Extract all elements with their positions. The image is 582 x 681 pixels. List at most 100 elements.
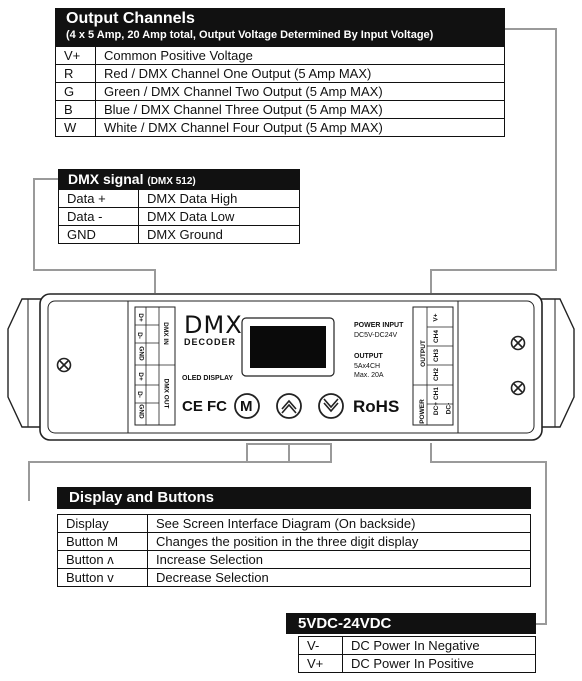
row-desc: Increase Selection bbox=[147, 550, 531, 569]
terminal-label: D- bbox=[135, 391, 143, 398]
row-key: Data + bbox=[58, 189, 139, 208]
down-arrow-icon[interactable] bbox=[318, 393, 344, 419]
terminal-label: DC+ bbox=[433, 401, 441, 416]
row-desc: DMX Data High bbox=[138, 189, 300, 208]
row-key: W bbox=[55, 118, 96, 137]
row-key: Button M bbox=[57, 532, 148, 551]
up-arrow-icon[interactable] bbox=[276, 393, 302, 419]
row-key: GND bbox=[58, 225, 139, 244]
row-key: R bbox=[55, 64, 96, 83]
terminal-label: CH2 bbox=[433, 367, 441, 382]
row-key: Button v bbox=[57, 568, 148, 587]
screw-icon bbox=[510, 335, 526, 351]
row-desc: Common Positive Voltage bbox=[95, 46, 505, 65]
decoder-label: DECODER bbox=[184, 337, 237, 347]
power-spec-title: 5VDC-24VDC bbox=[298, 615, 392, 632]
row-desc: Red / DMX Channel One Output (5 Amp MAX) bbox=[95, 64, 505, 83]
rohs-mark: RoHS bbox=[353, 397, 400, 416]
connector-line bbox=[33, 178, 35, 271]
output-value-1: 5Ax4CH bbox=[354, 363, 381, 370]
row-key: V+ bbox=[55, 46, 96, 65]
power-side-label: POWER bbox=[418, 399, 426, 424]
table-row: V+DC Power In Positive bbox=[298, 654, 536, 673]
connector-line bbox=[430, 461, 547, 463]
connector-line bbox=[430, 443, 432, 463]
connector-line bbox=[288, 443, 290, 463]
row-desc: DMX Ground bbox=[138, 225, 300, 244]
power-input-label: POWER INPUT bbox=[354, 322, 404, 329]
output-channels-subtitle: (4 x 5 Amp, 20 Amp total, Output Voltage… bbox=[66, 29, 434, 41]
row-key: G bbox=[55, 82, 96, 101]
row-key: Display bbox=[57, 514, 148, 533]
connector-line bbox=[246, 443, 248, 463]
dmx-logo: DMX bbox=[184, 311, 243, 339]
connector-line bbox=[246, 443, 332, 445]
connector-line bbox=[33, 269, 156, 271]
terminal-label: GND bbox=[137, 346, 145, 361]
connector-line bbox=[545, 461, 547, 625]
row-desc: White / DMX Channel Four Output (5 Amp M… bbox=[95, 118, 505, 137]
dmx-in-label: DMX IN bbox=[161, 322, 169, 345]
screw-icon bbox=[510, 380, 526, 396]
power-spec-table: V-DC Power In Negative V+DC Power In Pos… bbox=[298, 636, 536, 673]
row-key: V+ bbox=[298, 654, 343, 673]
m-button-icon[interactable] bbox=[234, 393, 260, 419]
output-label: OUTPUT bbox=[354, 353, 383, 360]
row-desc: DMX Data Low bbox=[138, 207, 300, 226]
dmx-signal-title-small: (DMX 512) bbox=[147, 176, 196, 187]
table-row: V-DC Power In Negative bbox=[298, 636, 536, 655]
display-buttons-title: Display and Buttons bbox=[69, 489, 215, 506]
table-row: Data -DMX Data Low bbox=[58, 207, 300, 226]
connector-line bbox=[28, 461, 246, 463]
dmx-signal-header: DMX signal (DMX 512) bbox=[58, 169, 300, 189]
connector-line bbox=[154, 269, 156, 293]
terminal-label: CH1 bbox=[433, 386, 441, 401]
m-button-label[interactable]: M bbox=[240, 398, 253, 415]
dmx-signal-table: Data +DMX Data High Data -DMX Data Low G… bbox=[58, 189, 300, 244]
connector-line bbox=[28, 461, 30, 501]
output-value-2: Max. 20A bbox=[354, 372, 384, 379]
table-row: Data +DMX Data High bbox=[58, 189, 300, 208]
dmx-signal-title: DMX signal bbox=[68, 171, 144, 187]
connector-line bbox=[330, 443, 332, 463]
row-key: B bbox=[55, 100, 96, 119]
terminal-label: D+ bbox=[136, 313, 144, 322]
connector-line bbox=[246, 461, 332, 463]
connector-line bbox=[33, 178, 58, 180]
terminal-label: GND bbox=[137, 404, 145, 419]
certification-marks: CE FC bbox=[182, 398, 227, 415]
terminal-label: D+ bbox=[136, 372, 144, 381]
terminal-label: CH3 bbox=[433, 348, 441, 363]
dmx-out-label: DMX OUT bbox=[162, 378, 170, 409]
row-desc: DC Power In Negative bbox=[342, 636, 536, 655]
row-desc: DC Power In Positive bbox=[342, 654, 536, 673]
connector-line bbox=[555, 28, 557, 271]
row-desc: Changes the position in the three digit … bbox=[147, 532, 531, 551]
power-spec-header: 5VDC-24VDC bbox=[286, 613, 536, 634]
connector-line bbox=[430, 269, 557, 271]
row-key: Data - bbox=[58, 207, 139, 226]
terminal-label: DC- bbox=[445, 402, 453, 415]
row-desc: See Screen Interface Diagram (On backsid… bbox=[147, 514, 531, 533]
display-buttons-header: Display and Buttons bbox=[57, 487, 531, 509]
table-row: V+Common Positive Voltage bbox=[55, 46, 505, 65]
connector-line bbox=[536, 623, 547, 625]
screw-icon bbox=[56, 357, 72, 373]
row-key: Button ʌ bbox=[57, 550, 148, 569]
output-side-label: OUTPUT bbox=[419, 340, 427, 367]
row-desc: Decrease Selection bbox=[147, 568, 531, 587]
row-desc: Blue / DMX Channel Three Output (5 Amp M… bbox=[95, 100, 505, 119]
oled-display-label: OLED DISPLAY bbox=[182, 375, 234, 382]
output-channels-header: Output Channels (4 x 5 Amp, 20 Amp total… bbox=[55, 8, 505, 46]
terminal-label: V+ bbox=[432, 313, 440, 322]
connector-line bbox=[430, 269, 432, 293]
power-input-value: DC5V-DC24V bbox=[354, 332, 398, 339]
